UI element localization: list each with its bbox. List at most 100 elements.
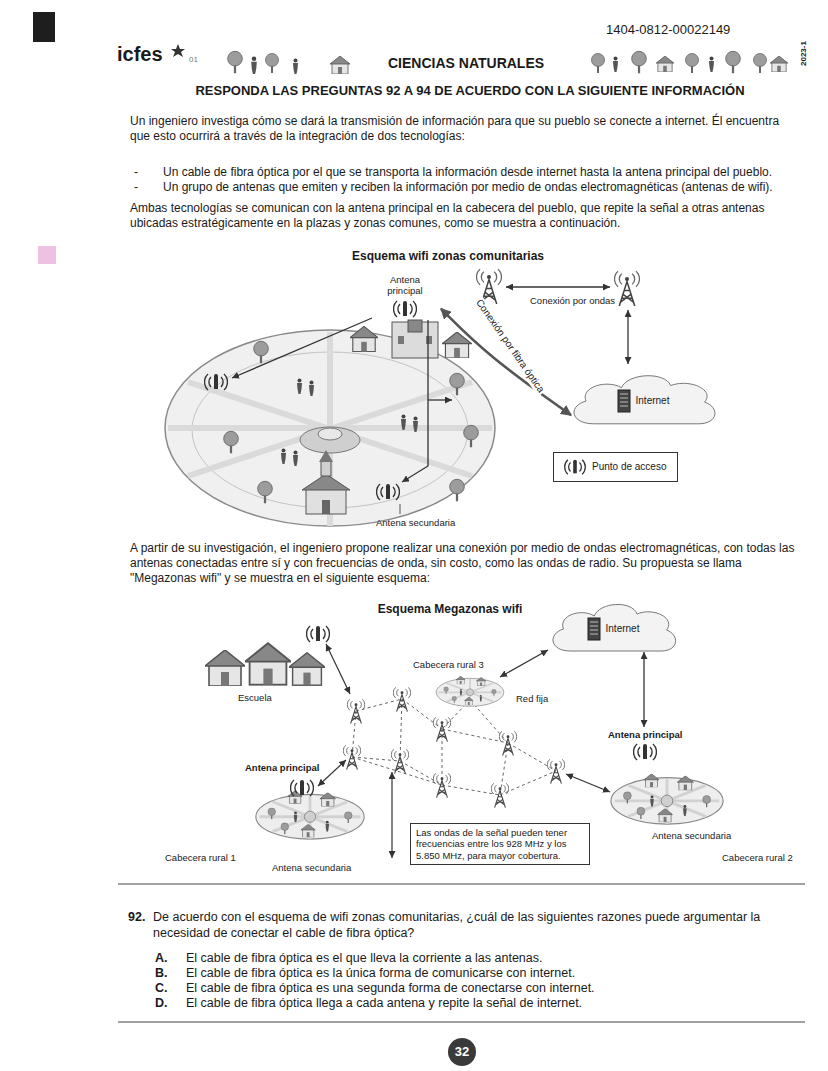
megazonas-illustration <box>205 650 245 686</box>
antenna-icon <box>564 458 586 476</box>
megazonas-illustration <box>500 650 548 677</box>
node-text: Las ondas de la señal pueden tener frecu… <box>416 827 584 861</box>
logo-text: icfes <box>117 42 163 67</box>
bullet-text: Un grupo de antenas que emiten y reciben… <box>163 180 803 195</box>
note-box: Las ondas de la señal pueden tener frecu… <box>410 823 590 865</box>
server-icon <box>590 630 598 631</box>
plaza-illustration <box>165 330 495 526</box>
main-antenna: Antena principal <box>372 274 438 319</box>
megazonas-illustration <box>391 772 392 858</box>
plaza-illustration <box>464 425 479 447</box>
plaza-illustration <box>428 399 452 400</box>
server-icon <box>587 617 601 641</box>
plaza-illustration <box>450 479 465 501</box>
antenna-icon <box>565 460 586 474</box>
main-antenna: Antena principal <box>608 729 682 762</box>
plaza-illustration <box>297 379 302 395</box>
paragraph: A partir de su investigación, el ingenie… <box>130 541 802 586</box>
header-decor <box>686 54 699 74</box>
diagram-label: Antena secundaria <box>272 862 351 874</box>
plaza-illustration <box>232 318 372 378</box>
option-text: El cable de fibra óptica es el que lleva… <box>186 951 542 967</box>
server-icon <box>620 394 628 395</box>
header-decor <box>228 51 243 73</box>
rule-lines <box>118 884 805 1022</box>
megazonas-illustration <box>318 760 346 786</box>
plaza-illustration <box>506 286 610 287</box>
megazonas-illustration <box>326 644 350 694</box>
subject-name: CIENCIAS NATURALES <box>388 55 544 73</box>
plaza-illustration <box>306 488 346 514</box>
plaza-illustration <box>350 326 378 351</box>
megazonas-illustration <box>343 745 360 769</box>
diagram-label: Cabecera rural 1 <box>165 852 236 864</box>
megazonas-illustration <box>547 759 564 783</box>
server-icon <box>590 622 598 623</box>
connector-arrow <box>643 652 644 727</box>
plaza-illustration <box>377 484 400 500</box>
bullet-text: Un cable de fibra óptica por el que se t… <box>163 165 803 180</box>
megazonas-illustration <box>291 780 314 796</box>
header-decor <box>726 51 741 73</box>
plaza-illustration <box>615 271 640 306</box>
page-number: 32 <box>448 1038 476 1066</box>
diagram-label: Cabecera rural 2 <box>722 852 793 864</box>
plaza-illustration <box>258 481 273 503</box>
diagram-title: Esquema Megazonas wifi <box>378 602 523 617</box>
form-code: 1404-0812-00022149 <box>606 22 730 38</box>
option-text: El cable de fibra óptica es una segunda … <box>186 981 595 997</box>
megazonas-illustration <box>433 773 450 797</box>
header-decor <box>632 51 647 73</box>
edge-label: Conexión por fibra óptica <box>472 295 548 396</box>
plaza-illustration <box>254 341 269 363</box>
diagram-label: Conexión por ondas <box>530 295 615 307</box>
header-decor <box>656 56 674 72</box>
rule-lines <box>118 884 805 1022</box>
option-letter: B. <box>155 966 168 982</box>
plaza-illustration <box>321 460 331 476</box>
plaza-illustration <box>224 431 239 453</box>
diagram-label: Antena secundaria <box>376 517 455 529</box>
header-decor <box>754 54 767 74</box>
node-text: Internet <box>636 395 670 407</box>
plaza-illustration <box>205 374 228 390</box>
header-decor <box>266 54 279 74</box>
server-icon <box>620 398 628 399</box>
diagram-label: Antena secundaria <box>652 830 731 842</box>
plaza-illustration <box>281 449 286 465</box>
server-icon <box>617 389 631 413</box>
diagram-label: Antena principal <box>245 762 319 774</box>
paragraph: Ambas tecnologías se comunican con la an… <box>130 201 802 231</box>
header-decor <box>251 57 257 74</box>
node-text: Antena principal <box>608 729 682 740</box>
server-icon <box>620 406 628 407</box>
option-text: El cable de fibra óptica llega a cada an… <box>186 996 582 1012</box>
logo-number: 01 <box>189 55 198 65</box>
diagram-label: Red fija <box>516 693 548 705</box>
node-text: Internet <box>606 623 640 635</box>
header-decor <box>770 56 788 72</box>
bullet-mark: - <box>134 180 138 195</box>
megazonas-illustration <box>347 699 364 723</box>
megazonas-illustration <box>391 749 408 773</box>
plaza-illustration <box>398 336 404 344</box>
plaza-illustration <box>450 373 465 395</box>
megazonas-illustration <box>352 699 556 795</box>
antenna-icon <box>633 742 657 762</box>
antenna-icon <box>393 299 417 319</box>
plaza-illustration <box>402 320 428 482</box>
megazonas-illustration <box>307 626 330 642</box>
megazonas-illustration <box>611 774 723 824</box>
node-text: Punto de acceso <box>592 461 667 473</box>
cloud-shape <box>574 376 715 424</box>
antenna-icon <box>634 744 657 760</box>
cloud-content: Internet <box>546 605 680 653</box>
section-heading: RESPONDA LAS PREGUNTAS 92 A 94 DE ACUERD… <box>195 83 744 99</box>
plaza-illustration <box>300 427 360 453</box>
header-decor <box>592 54 605 74</box>
internet-cloud: Internet <box>546 597 680 657</box>
option-letter: A. <box>155 951 168 967</box>
legend-box: Punto de acceso <box>553 452 678 482</box>
internet-cloud: Internet <box>566 368 720 430</box>
